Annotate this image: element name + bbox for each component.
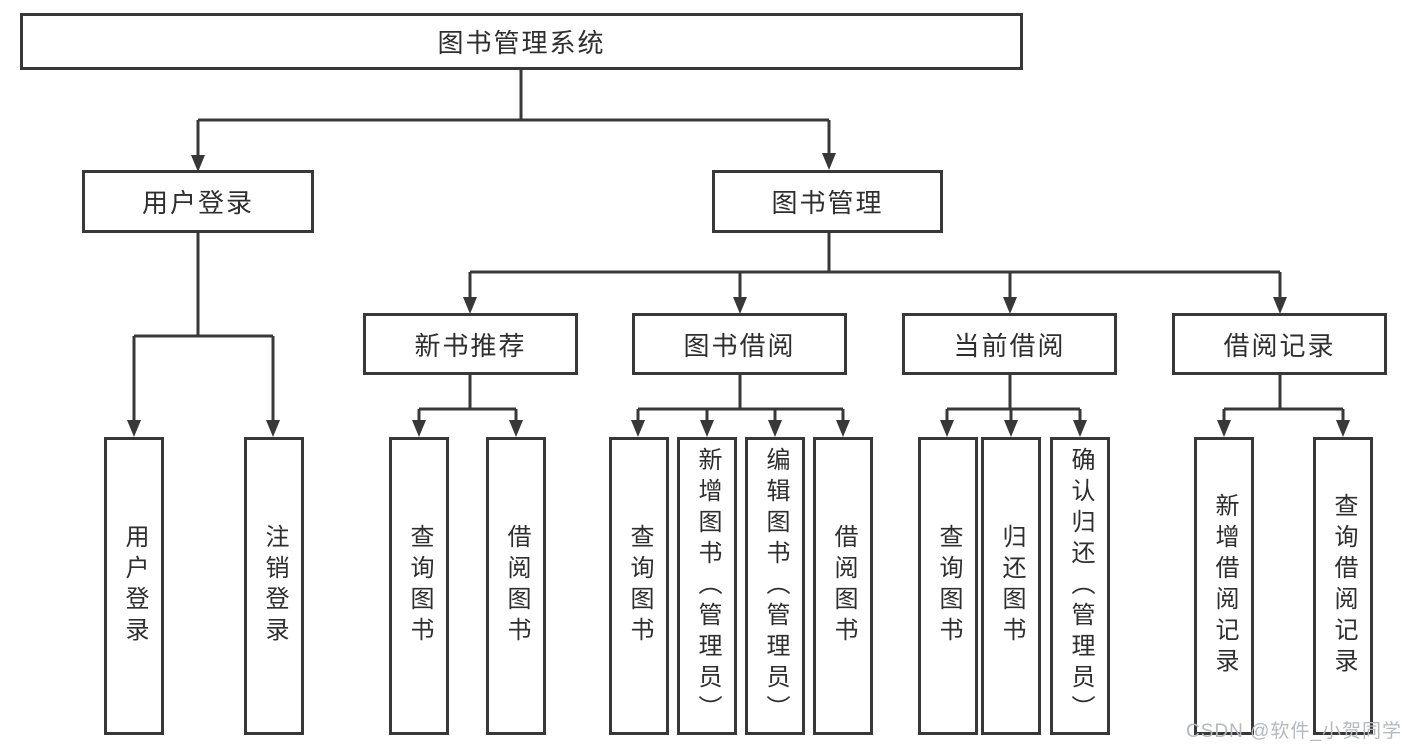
leaf-return-books: 归还图书 xyxy=(981,437,1041,735)
node-book-management-label: 图书管理 xyxy=(771,188,884,218)
leaf-edit-books-admin-label: 编辑图书（管理员） xyxy=(762,446,789,726)
leaf-query-books-recommend-label: 查询图书 xyxy=(406,524,433,648)
connector-lines xyxy=(132,70,1345,425)
leaf-add-borrow-record-label: 新增借阅记录 xyxy=(1211,493,1238,679)
leaf-edit-books-admin: 编辑图书（管理员） xyxy=(745,437,805,735)
leaf-confirm-return-admin-label: 确认归还（管理员） xyxy=(1067,446,1094,726)
node-current-borrowing: 当前借阅 xyxy=(902,313,1117,375)
node-root-label: 图书管理系统 xyxy=(437,28,606,58)
node-book-borrowing: 图书借阅 xyxy=(632,313,847,375)
leaf-add-borrow-record: 新增借阅记录 xyxy=(1194,437,1254,735)
node-borrowing-records-label: 借阅记录 xyxy=(1223,330,1336,361)
leaf-query-books-current: 查询图书 xyxy=(918,437,978,735)
node-book-borrowing-label: 图书借阅 xyxy=(683,330,796,361)
leaf-logout-label: 注销登录 xyxy=(261,524,288,648)
node-borrowing-records: 借阅记录 xyxy=(1172,313,1387,375)
node-user-login: 用户登录 xyxy=(82,170,314,233)
node-new-book-recommend: 新书推荐 xyxy=(363,313,578,375)
leaf-add-books-admin-label: 新增图书（管理员） xyxy=(694,446,721,726)
leaf-user-login: 用户登录 xyxy=(104,437,164,735)
leaf-borrow-books-recommend: 借阅图书 xyxy=(486,437,546,735)
leaf-borrow-books-label: 借阅图书 xyxy=(830,524,857,648)
leaf-query-books-borrow: 查询图书 xyxy=(609,437,669,735)
leaf-add-books-admin: 新增图书（管理员） xyxy=(677,437,737,735)
leaf-query-books-borrow-label: 查询图书 xyxy=(626,524,653,648)
node-current-borrowing-label: 当前借阅 xyxy=(953,330,1066,361)
leaf-logout: 注销登录 xyxy=(244,437,304,735)
leaf-borrow-books-recommend-label: 借阅图书 xyxy=(503,524,530,648)
node-user-login-label: 用户登录 xyxy=(141,188,254,218)
leaf-query-borrow-record-label: 查询借阅记录 xyxy=(1330,493,1357,679)
leaf-query-books-current-label: 查询图书 xyxy=(935,524,962,648)
node-new-book-recommend-label: 新书推荐 xyxy=(414,330,527,361)
leaf-return-books-label: 归还图书 xyxy=(998,524,1025,648)
leaf-query-books-recommend: 查询图书 xyxy=(389,437,449,735)
node-book-management: 图书管理 xyxy=(712,170,943,233)
leaf-borrow-books: 借阅图书 xyxy=(813,437,873,735)
leaf-user-login-label: 用户登录 xyxy=(121,524,148,648)
node-root-system: 图书管理系统 xyxy=(20,13,1023,70)
leaf-query-borrow-record: 查询借阅记录 xyxy=(1313,437,1373,735)
leaf-confirm-return-admin: 确认归还（管理员） xyxy=(1050,437,1110,735)
